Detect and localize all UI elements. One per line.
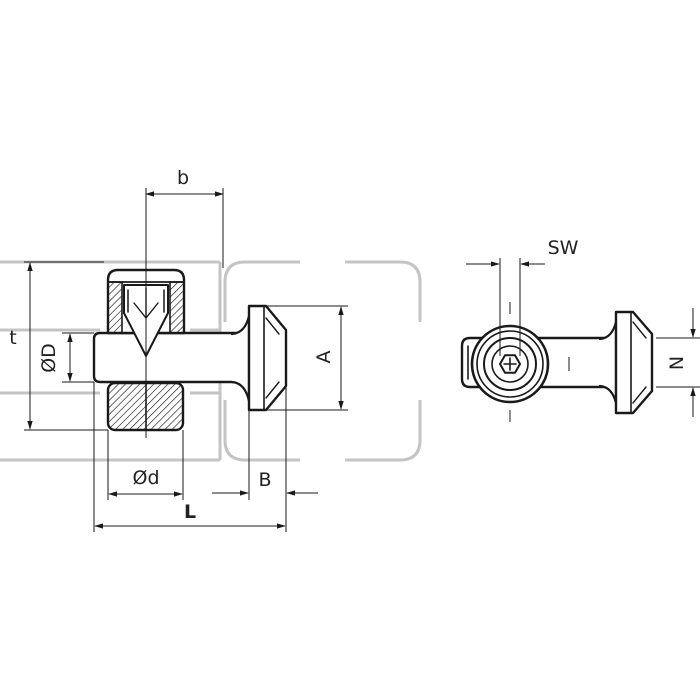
label-D: ØD (38, 343, 60, 373)
label-A: A (313, 351, 335, 364)
label-N: N (666, 356, 688, 370)
fastener-top-view (460, 310, 654, 415)
label-SW: SW (548, 237, 579, 259)
label-B: B (258, 469, 271, 491)
fastener-side-view (92, 268, 288, 432)
label-b: b (177, 167, 189, 189)
label-L: L (184, 501, 196, 523)
dimensions-top-view (466, 258, 700, 422)
dimensions-side-view (24, 188, 348, 532)
label-d: Ød (132, 467, 159, 489)
label-t: t (9, 327, 16, 349)
